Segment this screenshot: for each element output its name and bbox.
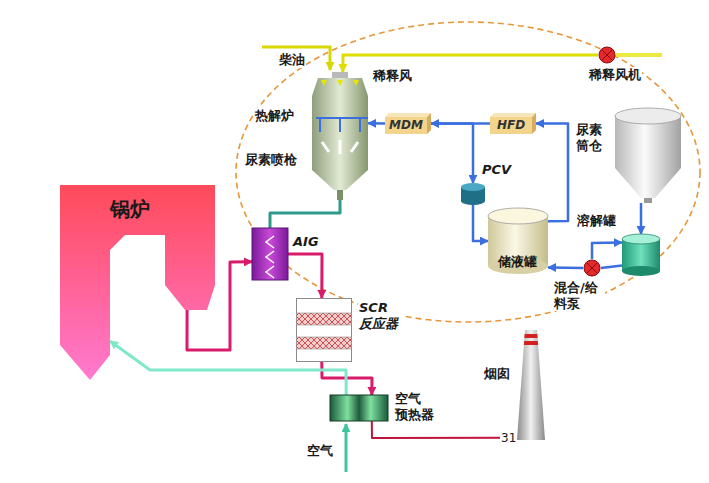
scr-reactor-outline (296, 298, 352, 362)
pressure-control-valve: PCV (461, 183, 485, 205)
node-label: PCV (481, 162, 512, 178)
flow-line (372, 421, 517, 438)
fan-inlet-line (616, 53, 662, 57)
storage-tank: 储液罐 (488, 208, 548, 274)
node-label: 锅炉 (110, 197, 150, 221)
node-label: 热解炉 (254, 108, 295, 124)
air-preheater: 空气 预热器 (330, 395, 388, 421)
node-label: 混合/给 料泵 (553, 280, 605, 311)
node-label: 烟囱 (483, 366, 511, 382)
node-label: HFD (490, 117, 532, 134)
stream-label: 空气 (306, 443, 334, 459)
flow-line (592, 242, 622, 259)
ammonia-injection-grid: AIG (252, 228, 288, 280)
dissolving-tank: 溶解罐 (622, 234, 660, 276)
node-label: 稀释风机 (588, 67, 642, 83)
page-number: 31 (500, 431, 517, 445)
flow-line (548, 266, 583, 269)
urea-silo-outline (615, 108, 681, 203)
pressure-control-valve-outline (461, 183, 485, 205)
flow-line (431, 124, 473, 184)
node-label: MDM (385, 117, 427, 134)
chimney-outline (517, 330, 545, 440)
flow-line (473, 205, 488, 241)
pyrolysis-furnace: 热解炉 (312, 72, 368, 200)
urea-silo: 尿素 筒仓 (615, 108, 681, 203)
chimney: 烟囱 (517, 330, 545, 440)
dilution-fan: 稀释风机 (598, 46, 616, 64)
metering-module: MDM (385, 113, 431, 134)
diesel-line (262, 47, 330, 70)
node-label: 空气 预热器 (394, 391, 437, 422)
scr-reactor: SCR 反应器 (296, 298, 352, 362)
node-label: AIG (292, 234, 320, 250)
ammonia-injection-grid-outline (252, 228, 288, 280)
node-label: SCR 反应器 (358, 300, 404, 331)
feed-pump: 混合/给 料泵 (583, 259, 601, 277)
dissolving-tank-outline (622, 234, 660, 276)
air-preheater-outline (330, 395, 388, 421)
pyrolysis-furnace-outline (312, 72, 368, 200)
feed-label: 柴油 (278, 52, 306, 68)
part-label: 尿素喷枪 (244, 152, 298, 168)
feed-pump-outline (583, 259, 601, 277)
dilution-fan-outline (598, 46, 616, 64)
air-inlet-arrow (345, 424, 348, 472)
flow-line (270, 200, 340, 228)
node-label: 溶解罐 (576, 213, 617, 229)
node-label: 尿素 筒仓 (575, 122, 605, 153)
boiler: 锅炉 (60, 185, 215, 380)
system-boundary (236, 22, 700, 322)
feed-module: HFD (490, 113, 536, 134)
flow-line (536, 124, 568, 222)
flow-line (640, 203, 643, 234)
flow-line (288, 254, 322, 298)
flow-line (601, 266, 622, 269)
stream-label: 稀释风 (372, 68, 413, 84)
flow-line (368, 122, 385, 125)
node-label: 储液罐 (498, 254, 537, 270)
